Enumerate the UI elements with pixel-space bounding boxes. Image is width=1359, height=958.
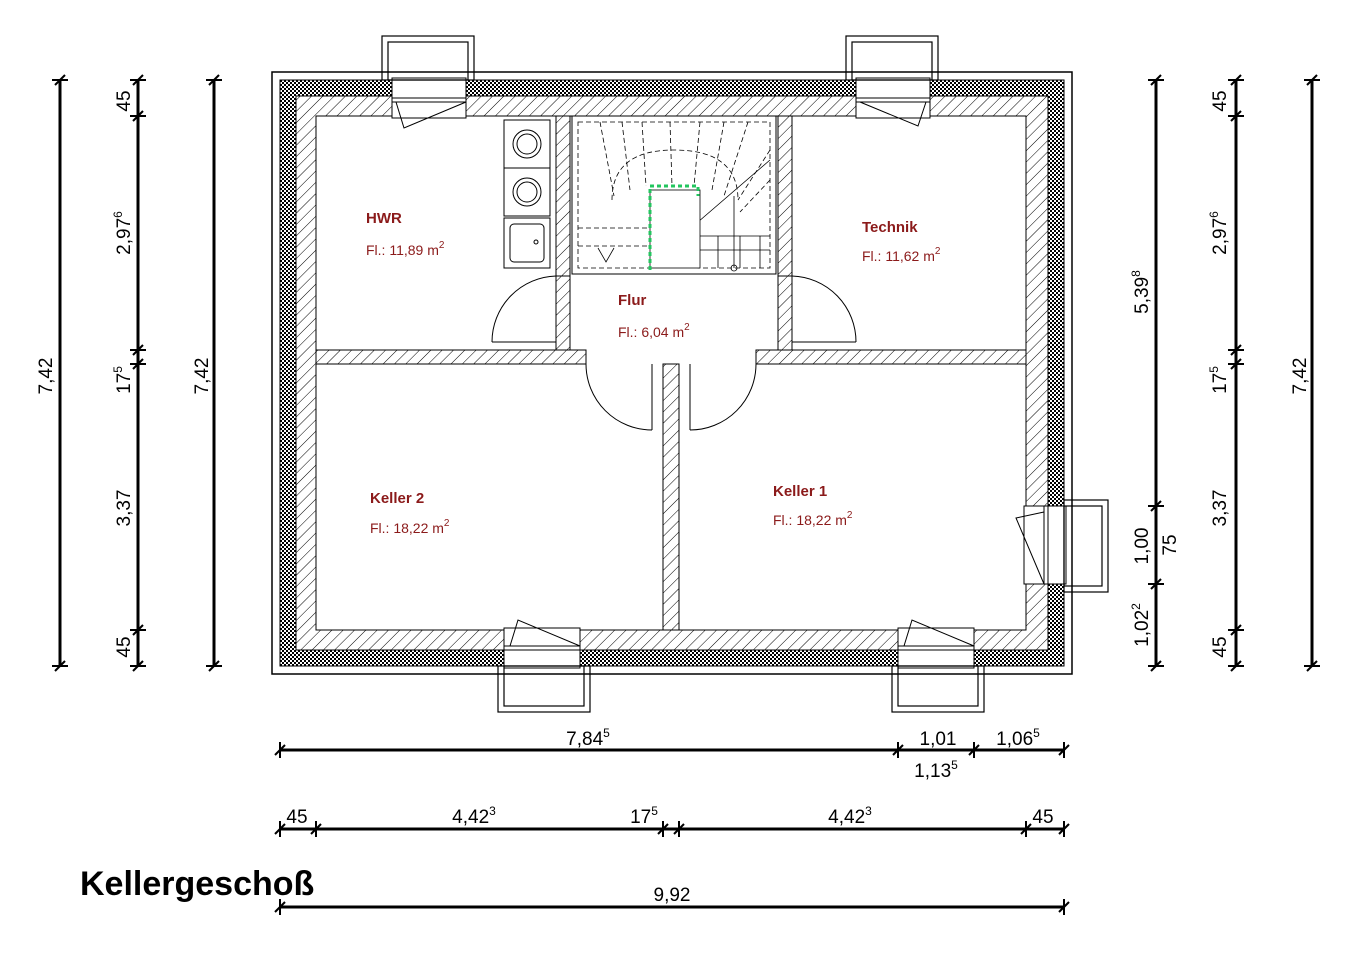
dim-right-col1-slash — [1150, 74, 1162, 86]
dim-row2-17: 175 — [630, 804, 658, 828]
dim-right-102: 1,022 — [1129, 603, 1153, 647]
dim-right-total: 7,42 — [1290, 358, 1311, 395]
dim-right-297: 2,976 — [1207, 211, 1231, 255]
dim-right-75: 75 — [1160, 534, 1181, 555]
washing-machines — [503, 119, 551, 269]
room-name-keller1: Keller 1 — [773, 483, 827, 500]
dim-right-col1-slash — [1150, 578, 1162, 590]
dim-left-total-2: 7,42 — [192, 358, 213, 395]
room-area-keller1: Fl.: 18,22 m2 — [773, 510, 853, 528]
dim-right-45-bottom: 45 — [1210, 636, 1231, 657]
dim-right-col3-slash — [1306, 74, 1318, 86]
staircase — [571, 115, 777, 275]
dim-row2-45-right: 45 — [1032, 807, 1053, 828]
room-area-keller2: Fl.: 18,22 m2 — [370, 518, 450, 536]
room-technik: Technik Fl.: 11,62 m2 — [862, 219, 941, 264]
dim-left-45-top: 45 — [114, 90, 135, 111]
room-flur: Flur Fl.: 6,04 m2 — [618, 292, 690, 340]
window-sashes — [392, 97, 1049, 651]
dim-left-col1-slash — [54, 74, 66, 86]
dim-bottom-row1-slash — [1058, 744, 1070, 756]
dim-bottom-row2-slash — [310, 823, 322, 835]
dim-right-col2-slash — [1230, 660, 1242, 672]
dim-right-337: 3,37 — [1210, 490, 1231, 527]
room-name-keller2: Keller 2 — [370, 490, 424, 507]
room-name-flur: Flur — [618, 292, 646, 309]
dim-left-337: 3,37 — [114, 490, 135, 527]
dim-right-539: 5,398 — [1129, 270, 1153, 314]
dim-bottom-row2-slash — [673, 823, 685, 835]
dim-bottom-row1-slash — [274, 744, 286, 756]
dim-right-100: 1,00 — [1132, 528, 1153, 565]
page-title: Kellergeschoß — [80, 865, 314, 903]
doors — [491, 275, 857, 431]
dim-left-col2-slash — [132, 660, 144, 672]
room-name-hwr: HWR — [366, 210, 402, 227]
room-hwr: HWR Fl.: 11,89 m2 — [366, 210, 445, 258]
room-area-hwr: Fl.: 11,89 m2 — [366, 240, 445, 258]
dim-bottom-row1-slash — [892, 744, 904, 756]
dim-left-total-1: 7,42 — [36, 358, 57, 395]
dim-right-col2-slash — [1230, 358, 1242, 370]
dim-left-col2-slash — [132, 110, 144, 122]
room-area-technik: Fl.: 11,62 m2 — [862, 246, 941, 264]
dim-left-col2-slash — [132, 74, 144, 86]
dim-right-col2-slash — [1230, 344, 1242, 356]
dimension-lines — [52, 74, 1320, 915]
dim-left-45-bottom: 45 — [114, 636, 135, 657]
room-name-technik: Technik — [862, 219, 918, 236]
dim-left-col3-slash — [208, 660, 220, 672]
dim-left-col1-slash — [54, 660, 66, 672]
dim-bottom-113: 1,135 — [914, 758, 958, 782]
dim-right-col2-slash — [1230, 624, 1242, 636]
dim-right-col1-slash — [1150, 660, 1162, 672]
inner-walls — [315, 115, 1027, 631]
dim-bottom-row2-slash — [1058, 823, 1070, 835]
dim-left-col2-slash — [132, 624, 144, 636]
dim-right-col2-slash — [1230, 110, 1242, 122]
dim-bottom-row1-slash — [968, 744, 980, 756]
dim-bottom-row2-slash — [274, 823, 286, 835]
dim-right-45-top: 45 — [1210, 90, 1231, 111]
dim-bottom-row2-slash — [1020, 823, 1032, 835]
room-keller1: Keller 1 Fl.: 18,22 m2 — [773, 483, 853, 528]
dim-bottom-106: 1,065 — [996, 726, 1040, 750]
dim-left-col3-slash — [208, 74, 220, 86]
dim-right-col3-slash — [1306, 660, 1318, 672]
dim-bottom-784: 7,845 — [566, 726, 610, 750]
dim-left-col2-slash — [132, 344, 144, 356]
light-wells — [381, 35, 1109, 713]
room-keller2: Keller 2 Fl.: 18,22 m2 — [370, 490, 450, 536]
window-openings — [391, 77, 1067, 669]
dim-bottom-row2-slash — [657, 823, 669, 835]
dim-right-17: 175 — [1207, 366, 1231, 394]
dim-row2-442-a: 4,423 — [452, 804, 496, 828]
dim-right-col2-slash — [1230, 74, 1242, 86]
dim-left-col2-slash — [132, 358, 144, 370]
dim-row2-45-left: 45 — [286, 807, 307, 828]
dim-bottom-total-slash — [1058, 901, 1070, 913]
dim-row2-442-b: 4,423 — [828, 804, 872, 828]
dim-bottom-total-slash — [274, 901, 286, 913]
stair-handrail-highlight — [648, 184, 700, 270]
dim-right-col1-slash — [1150, 500, 1162, 512]
dim-bottom-101: 1,01 — [920, 729, 957, 750]
dim-left-17: 175 — [111, 366, 135, 394]
dim-left-297: 2,976 — [111, 211, 135, 255]
dim-total-width: 9,92 — [654, 885, 691, 906]
room-area-flur: Fl.: 6,04 m2 — [618, 322, 690, 340]
